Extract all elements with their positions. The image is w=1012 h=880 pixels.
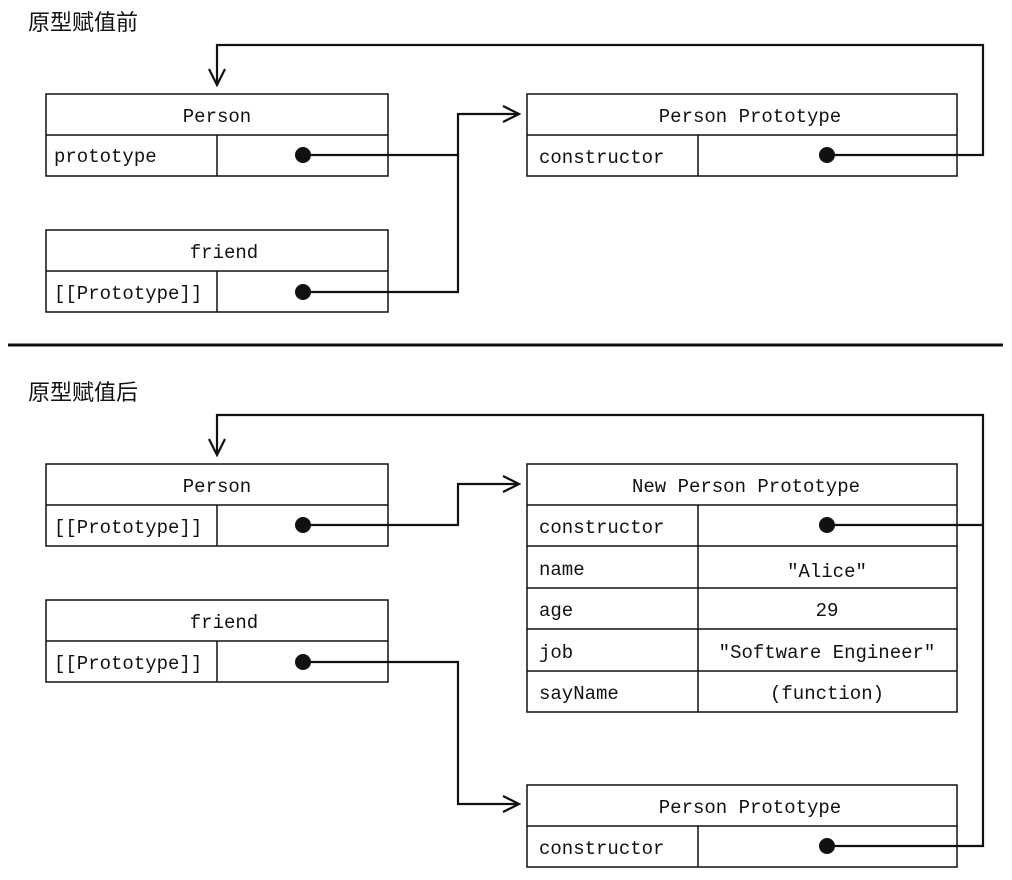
- pointer-dot: [295, 517, 311, 533]
- row-key: constructor: [539, 517, 664, 539]
- section-title-before: 原型赋值前: [28, 11, 138, 36]
- new-proto-box: New Person Prototype constructor name "A…: [526, 463, 958, 713]
- box-title: Person Prototype: [659, 797, 841, 819]
- row-key: job: [539, 642, 573, 664]
- after-friend-box: friend [[Prototype]]: [45, 599, 389, 683]
- pointer-dot: [295, 284, 311, 300]
- box-title: Person: [183, 476, 251, 498]
- box-title: friend: [190, 242, 258, 264]
- after-proto-box: Person Prototype constructor: [526, 784, 958, 868]
- pointer-dot: [295, 147, 311, 163]
- pointer-person-new-prototype: [303, 484, 519, 527]
- pointer-old-proto-constructor: [217, 413, 985, 848]
- before-person-box: Person prototype: [45, 93, 389, 177]
- row-key: [[Prototype]]: [54, 283, 202, 305]
- row-key: [[Prototype]]: [54, 653, 202, 675]
- box-title: Person: [183, 106, 251, 128]
- row-key: name: [539, 559, 585, 581]
- pointer-dot: [819, 838, 835, 854]
- row-value: "Software Engineer": [719, 642, 936, 664]
- row-key: constructor: [539, 147, 664, 169]
- row-value: 29: [816, 600, 839, 622]
- before-friend-box: friend [[Prototype]]: [45, 229, 389, 313]
- pointer-dot: [819, 517, 835, 533]
- row-key: sayName: [539, 683, 619, 705]
- row-key: constructor: [539, 838, 664, 860]
- pointer-dot: [295, 654, 311, 670]
- row-value: (function): [770, 683, 884, 705]
- row-key: age: [539, 600, 573, 622]
- section-title-after: 原型赋值后: [28, 381, 138, 406]
- box-title: New Person Prototype: [632, 476, 860, 498]
- pointer-proto-constructor: [217, 43, 985, 157]
- row-key: [[Prototype]]: [54, 517, 202, 539]
- box-title: friend: [190, 612, 258, 634]
- row-value: "Alice": [787, 561, 867, 583]
- pointer-dot: [819, 147, 835, 163]
- box-title: Person Prototype: [659, 106, 841, 128]
- row-key: prototype: [54, 146, 157, 168]
- pointer-friend-prototype: [303, 114, 519, 294]
- pointer-friend-old-prototype: [303, 660, 519, 804]
- before-proto-box: Person Prototype constructor: [526, 93, 958, 177]
- after-person-box: Person [[Prototype]]: [45, 463, 389, 547]
